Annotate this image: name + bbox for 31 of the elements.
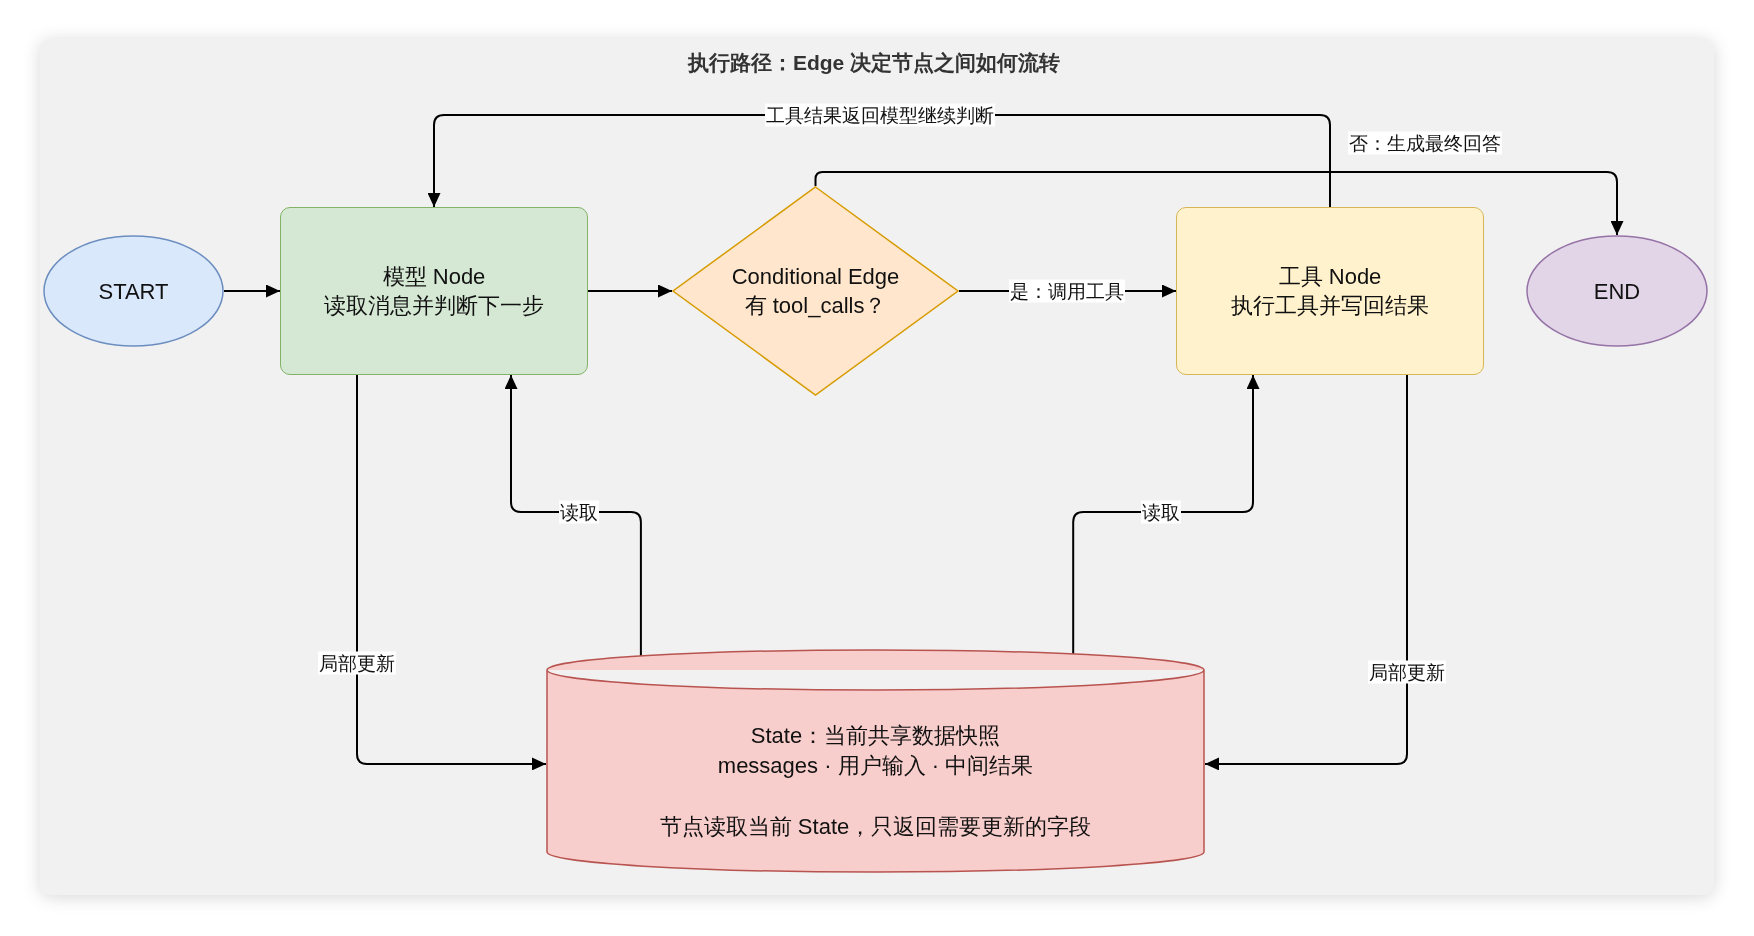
connector-arrow xyxy=(814,171,1624,236)
diagram-title: 执行路径：Edge 决定节点之间如何流转 xyxy=(687,50,1061,75)
node-text: messages · 用户输入 · 中间结果 xyxy=(717,751,1034,780)
node-title: Conditional Edge xyxy=(731,263,900,291)
edge-label: 工具结果返回模型继续判断 xyxy=(765,103,995,127)
connector-arrow xyxy=(1072,374,1260,655)
connector-arrow xyxy=(223,284,281,298)
connector-arrow xyxy=(356,374,547,771)
node-label: START xyxy=(98,277,169,306)
node-text: 节点读取当前 State，只返回需要更新的字段 xyxy=(659,812,1092,841)
node-text: 有 tool_calls？ xyxy=(744,292,887,320)
connector-arrow xyxy=(1204,374,1408,771)
connector-arrow xyxy=(504,374,642,657)
terminal-ellipse xyxy=(43,235,224,347)
node-title: 模型 Node xyxy=(382,263,486,291)
node-text: 执行工具并写回结果 xyxy=(1231,292,1429,320)
process-box xyxy=(1176,207,1484,375)
node-text: 读取消息并判断下一步 xyxy=(324,292,544,320)
edge-label: 读取 xyxy=(1141,500,1181,524)
node-title: 工具 Node xyxy=(1278,263,1382,291)
process-box xyxy=(280,207,588,375)
decision-diamond xyxy=(672,186,959,396)
node-label: END xyxy=(1593,277,1641,306)
edge-label: 是：调用工具 xyxy=(1009,279,1125,303)
node-title: State：当前共享数据快照 xyxy=(750,721,1001,750)
edge-label: 局部更新 xyxy=(318,651,396,675)
edge-label: 局部更新 xyxy=(1368,660,1446,684)
edge-label: 读取 xyxy=(559,500,599,524)
edge-label: 否：生成最终回答 xyxy=(1348,131,1502,155)
terminal-ellipse xyxy=(1526,235,1708,347)
connector-arrow xyxy=(587,284,673,298)
